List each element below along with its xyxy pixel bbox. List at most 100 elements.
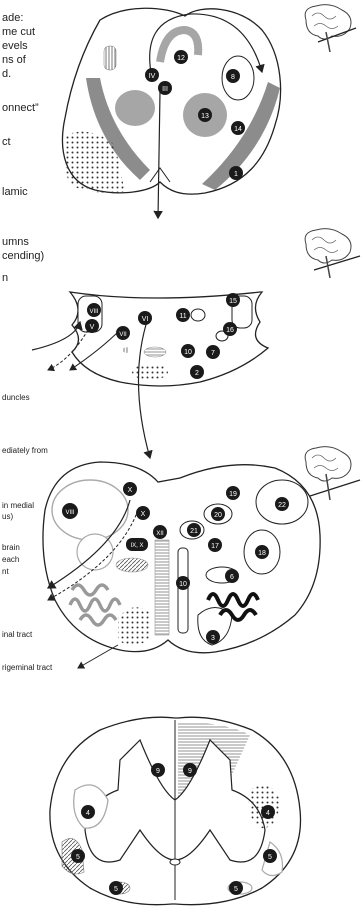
caption-fragment: each (2, 555, 19, 564)
marker-number-text: 11 (179, 313, 186, 320)
marker-number: 5 (109, 881, 123, 895)
caption-fragment: brain (2, 543, 20, 552)
marker-number: 21 (187, 523, 201, 537)
marker-number: 8 (226, 69, 240, 83)
marker-number: 4 (261, 805, 275, 819)
marker-number: 5 (229, 881, 243, 895)
marker-roman: III (158, 81, 172, 95)
marker-roman-text: III (162, 86, 168, 93)
caption-fragment: duncles (2, 393, 30, 402)
marker-roman-text: IX, X (130, 543, 143, 549)
marker-number-text: 1 (234, 171, 238, 178)
marker-number: 5 (263, 849, 277, 863)
marker-roman-text: VII (119, 332, 127, 338)
marker-roman-text: VIII (89, 309, 98, 315)
caption-fragment: n (2, 272, 8, 285)
marker-number: 7 (206, 345, 220, 359)
marker-number: 10 (176, 576, 190, 590)
marker-roman-text: X (141, 511, 146, 518)
marker-roman: XII (153, 525, 167, 539)
marker-roman-text: VI (142, 316, 149, 323)
marker-number-text: 19 (229, 491, 237, 498)
medulla-dotted-pyramid (118, 607, 150, 645)
marker-number: 20 (211, 507, 225, 521)
marker-roman: VIII (87, 303, 101, 317)
marker-number-text: 16 (226, 327, 234, 334)
marker-number-text: 6 (230, 574, 234, 581)
marker-roman: X (136, 506, 150, 520)
caption-fragment: umns (2, 236, 29, 249)
caption-fragment: cending) (2, 250, 44, 263)
caption-fragment: ade: (2, 12, 23, 25)
marker-number-text: 10 (184, 349, 192, 356)
marker-number: 3 (206, 630, 220, 644)
pons-small-dot (123, 347, 129, 353)
brain-orientation-icon-1 (305, 5, 356, 52)
marker-number: 22 (275, 497, 289, 511)
marker-number-text: 22 (278, 502, 286, 509)
central-canal (170, 859, 180, 865)
marker-number: 14 (231, 121, 245, 135)
caption-fragment: onnect” (2, 102, 39, 115)
marker-number: 9 (183, 763, 197, 777)
medulla-arrow-diagonal (78, 645, 118, 668)
marker-roman-text: X (128, 487, 133, 494)
marker-number-text: 3 (211, 635, 215, 642)
caption-fragment: me cut (2, 26, 35, 39)
marker-roman-text: VIII (65, 510, 74, 516)
marker-number-text: 5 (234, 886, 238, 893)
marker-number: 6 (225, 569, 239, 583)
marker-number-text: 10 (179, 581, 187, 588)
marker-number: 12 (174, 50, 188, 64)
marker-roman: VI (138, 311, 152, 325)
striped-region (104, 46, 116, 70)
marker-number-text: 8 (231, 74, 235, 81)
caption-fragment: d. (2, 68, 11, 81)
marker-number-text: 9 (188, 768, 192, 775)
caption-fragment: in medial (2, 501, 34, 510)
marker-number-text: 9 (156, 768, 160, 775)
medulla-hatched-oval (116, 558, 148, 572)
marker-number: 10 (181, 344, 195, 358)
marker-roman: V (85, 319, 99, 333)
marker-roman-text: XII (156, 531, 164, 537)
brain-orientation-icon-3 (305, 447, 360, 500)
marker-number: 5 (71, 849, 85, 863)
marker-number-text: 5 (76, 854, 80, 861)
left-red-nucleus (115, 90, 155, 126)
pons-stripe-nucleus (144, 347, 166, 357)
marker-roman-text: IV (149, 73, 156, 80)
marker-roman: VII (116, 326, 130, 340)
marker-number-text: 4 (266, 810, 270, 817)
caption-fragment: inal tract (2, 630, 32, 639)
marker-number: 16 (223, 322, 237, 336)
marker-number-text: 14 (234, 126, 242, 133)
marker-number: 4 (81, 805, 95, 819)
caption-fragment: ns of (2, 54, 26, 67)
marker-number: 17 (208, 538, 222, 552)
caption-fragment: evels (2, 40, 28, 53)
marker-number: 9 (151, 763, 165, 777)
marker-number: 13 (198, 108, 212, 122)
pons-ellipse-a (191, 309, 205, 321)
marker-number-text: 7 (211, 350, 215, 357)
medulla-section (43, 462, 320, 668)
caption-fragment: ediately from (2, 446, 48, 455)
marker-number: 1 (229, 166, 243, 180)
marker-roman: X (123, 482, 137, 496)
marker-number-text: 20 (214, 512, 222, 519)
caption-fragment: us) (2, 512, 13, 521)
marker-number-text: 2 (195, 370, 199, 377)
marker-number-text: 4 (86, 810, 90, 817)
marker-number: 19 (226, 486, 240, 500)
marker-roman: IV (145, 68, 159, 82)
brain-orientation-icon-2 (305, 229, 360, 278)
marker-roman: VIII (62, 503, 78, 519)
medulla-hatched-column (155, 540, 169, 635)
marker-number-text: 5 (114, 886, 118, 893)
marker-roman: IX, X (126, 538, 148, 551)
marker-number-text: 21 (190, 528, 198, 535)
marker-number: 15 (226, 293, 240, 307)
midbrain-section (63, 8, 281, 218)
